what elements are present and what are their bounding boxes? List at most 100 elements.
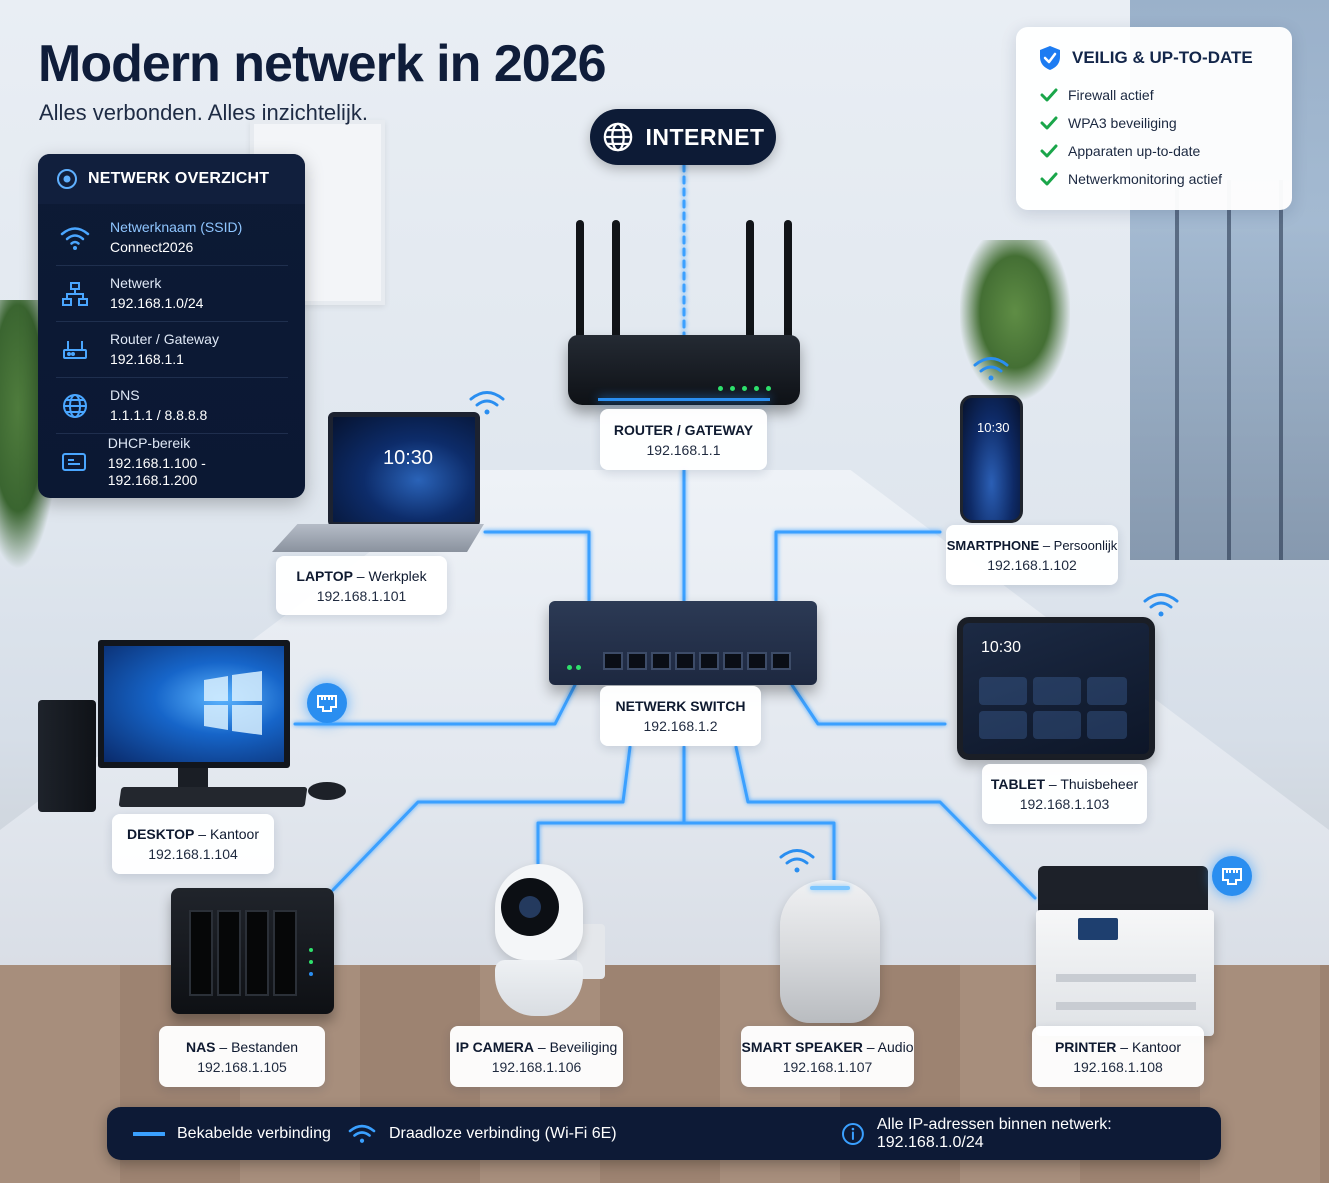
security-item: Netwerkmonitoring actief xyxy=(1040,171,1222,187)
wifi-icon xyxy=(973,357,1009,381)
laptop-keyboard-base xyxy=(272,524,484,552)
security-item-label: Netwerkmonitoring actief xyxy=(1068,171,1223,187)
security-item: Firewall actief xyxy=(1040,87,1154,103)
wifi-icon xyxy=(348,1124,376,1143)
link-nas-switch xyxy=(331,745,632,892)
switch-label: NETWERK SWITCH 192.168.1.2 xyxy=(600,686,761,746)
tablet-screen-time: 10:30 xyxy=(981,639,1022,656)
overview-row-ssid: Netwerknaam (SSID) Connect2026 xyxy=(56,210,288,266)
dhcp-icon xyxy=(61,453,86,471)
globe-icon xyxy=(603,122,632,152)
plant-right xyxy=(960,240,1070,400)
legend-info-label: Alle IP-adressen binnen netwerk: 192.168… xyxy=(876,1115,1112,1151)
router-antenna xyxy=(612,220,620,340)
window-frame xyxy=(1175,180,1329,560)
wifi-icon xyxy=(60,226,90,250)
switch-ip: 192.168.1.2 xyxy=(643,718,718,734)
wifi-icon xyxy=(469,391,505,415)
switch-device xyxy=(549,601,817,685)
legend-wired: Bekabelde verbinding xyxy=(133,1107,331,1160)
laptop-name: LAPTOP – Werkplek xyxy=(296,567,427,584)
tablet-device: 10:30 xyxy=(957,617,1155,760)
ethernet-badge xyxy=(1212,856,1252,896)
laptop-label: LAPTOP – Werkplek 192.168.1.101 xyxy=(276,556,447,615)
network-overview-panel: NETWERK OVERZICHT Netwerknaam (SSID) Con… xyxy=(38,154,305,498)
page-subtitle: Alles verbonden. Alles inzichtelijk. xyxy=(39,100,368,125)
laptop-device: 10:30 xyxy=(328,412,480,527)
overview-network-label: Netwerk xyxy=(110,275,162,291)
tablet-ip: 192.168.1.103 xyxy=(1019,796,1110,812)
security-item-label: Firewall actief xyxy=(1068,87,1154,103)
smart-speaker-ip: 192.168.1.107 xyxy=(782,1058,873,1075)
security-item: Apparaten up-to-date xyxy=(1040,143,1200,159)
smartphone-ip: 192.168.1.102 xyxy=(987,556,1077,573)
security-item-label: WPA3 beveiliging xyxy=(1068,115,1177,131)
ethernet-port-icon xyxy=(317,695,337,712)
ip-camera-name: IP CAMERA – Beveiliging xyxy=(455,1038,618,1055)
router-antenna xyxy=(576,220,584,340)
router-icon xyxy=(63,340,87,359)
security-title: VEILIG & UP-TO-DATE xyxy=(1072,48,1253,67)
overview-network-value: 192.168.1.0/24 xyxy=(110,295,204,311)
smart-speaker-label: SMART SPEAKER – Audio 192.168.1.107 xyxy=(741,1026,914,1087)
printer-label: PRINTER – Kantoor 192.168.1.108 xyxy=(1032,1026,1204,1087)
internet-label: INTERNET xyxy=(645,123,765,150)
smart-speaker-name: SMART SPEAKER – Audio xyxy=(741,1038,914,1055)
check-icon xyxy=(1040,116,1058,130)
nas-name: NAS – Bestanden xyxy=(185,1038,299,1055)
overview-title: NETWERK OVERZICHT xyxy=(88,170,270,187)
switch-name: NETWERK SWITCH xyxy=(615,698,746,714)
overview-dhcp-value: 192.168.1.100 - 192.168.1.200 xyxy=(107,455,206,488)
ethernet-port-icon xyxy=(1222,868,1242,885)
legend-wireless: Draadloze verbinding (Wi-Fi 6E) xyxy=(347,1107,617,1160)
ip-camera-label: IP CAMERA – Beveiliging 192.168.1.106 xyxy=(450,1026,623,1087)
check-icon xyxy=(1040,88,1058,102)
security-item-label: Apparaten up-to-date xyxy=(1068,143,1201,159)
overview-row-dns: DNS 1.1.1.1 / 8.8.8.8 xyxy=(56,378,288,434)
laptop-ip: 192.168.1.101 xyxy=(316,587,407,604)
globe-icon xyxy=(63,393,87,418)
legend-bar: Bekabelde verbinding Draadloze verbindin… xyxy=(107,1107,1221,1160)
monitor-stand xyxy=(178,768,208,790)
laptop-screen-time: 10:30 xyxy=(383,447,434,469)
router-name: ROUTER / GATEWAY xyxy=(613,421,754,438)
smartphone-device: 10:30 xyxy=(960,395,1023,523)
legend-info: Alle IP-adressen binnen netwerk: 192.168… xyxy=(841,1107,1221,1160)
link-camera-switch xyxy=(536,745,686,866)
page-title: Modern netwerk in 2026 xyxy=(38,35,607,93)
link-printer-switch xyxy=(734,745,1037,900)
overview-router-value: 192.168.1.1 xyxy=(110,351,184,367)
router-label: ROUTER / GATEWAY 192.168.1.1 xyxy=(600,409,767,470)
link-laptop-switch xyxy=(483,530,591,603)
overview-row-network: Netwerk 192.168.1.0/24 xyxy=(56,266,288,322)
printer-ip: 192.168.1.108 xyxy=(1073,1058,1163,1075)
router-antenna xyxy=(784,220,792,340)
overview-row-dhcp: DHCP-bereik 192.168.1.100 - 192.168.1.20… xyxy=(56,434,288,490)
smartphone-screen-time: 10:30 xyxy=(977,420,1010,435)
overview-dns-value: 1.1.1.1 / 8.8.8.8 xyxy=(110,407,208,423)
windows-logo-icon xyxy=(204,671,262,735)
desktop-ip: 192.168.1.104 xyxy=(148,846,238,862)
overview-header: NETWERK OVERZICHT xyxy=(38,154,305,204)
legend-wireless-label: Draadloze verbinding (Wi-Fi 6E) xyxy=(389,1124,617,1142)
router-ip: 192.168.1.1 xyxy=(646,441,721,458)
link-tablet-switch xyxy=(790,683,947,726)
overview-ssid-label: Netwerknaam (SSID) xyxy=(110,219,243,235)
internet-node: INTERNET xyxy=(590,109,776,165)
overview-dns-label: DNS xyxy=(110,387,140,403)
link-speaker-switch xyxy=(682,821,836,882)
security-item: WPA3 beveiliging xyxy=(1040,115,1177,131)
desktop-monitor xyxy=(98,640,290,768)
security-header: VEILIG & UP-TO-DATE xyxy=(1038,45,1253,71)
overview-row-router: Router / Gateway 192.168.1.1 xyxy=(56,322,288,378)
router-device xyxy=(568,335,800,405)
smartphone-name: SMARTPHONE – Persoonlijk xyxy=(946,537,1118,553)
printer-device xyxy=(1036,866,1214,1036)
check-icon xyxy=(1040,172,1058,186)
info-icon xyxy=(841,1122,864,1145)
desktop-tower xyxy=(38,700,96,812)
link-phone-switch xyxy=(774,530,942,603)
smartphone-label: SMARTPHONE – Persoonlijk 192.168.1.102 xyxy=(946,525,1118,585)
smart-speaker-device xyxy=(780,880,880,1023)
link-desktop-switch xyxy=(293,683,577,726)
